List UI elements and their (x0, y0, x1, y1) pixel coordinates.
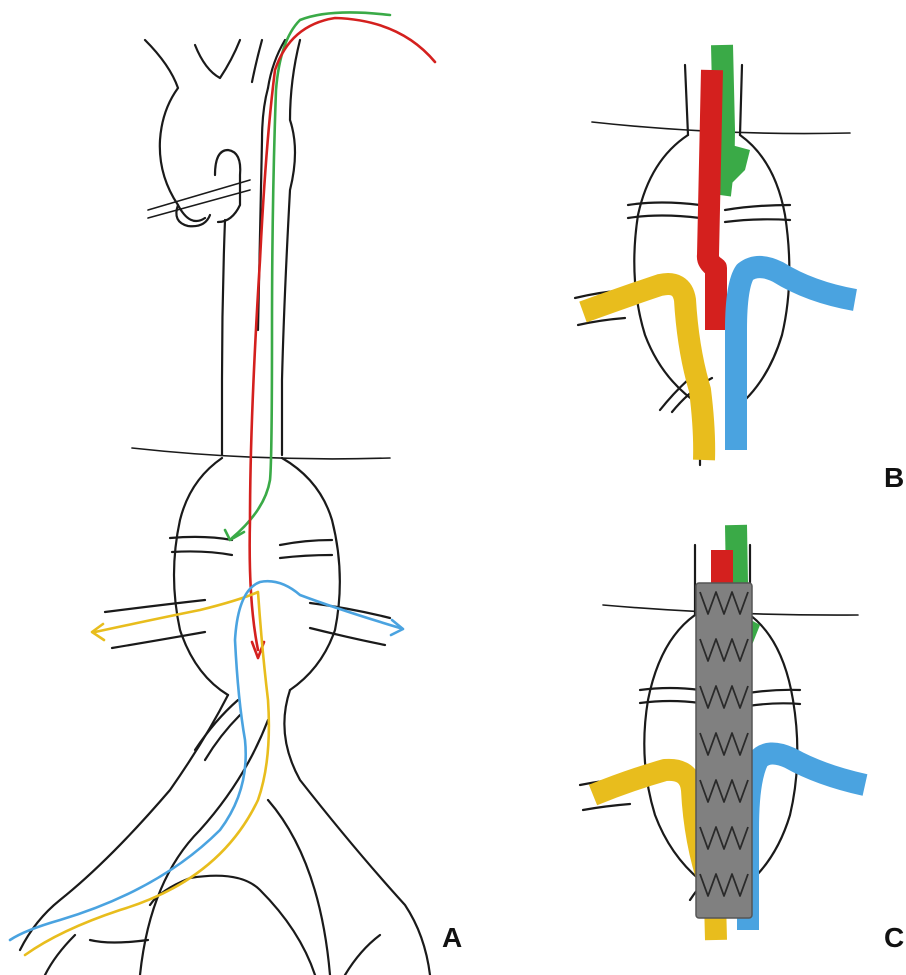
c-renal-left-2 (583, 804, 630, 810)
visceral-branch-right-2 (280, 555, 332, 558)
b-visceral-right-1 (725, 205, 790, 210)
pelvic-branch-left (90, 940, 148, 943)
arch-branch-mid-left (195, 40, 240, 78)
c-visceral-left-1 (640, 688, 700, 690)
b-visceral-right-2 (725, 219, 790, 222)
panel-label-a: A (442, 922, 462, 954)
panel-label-c: C (884, 922, 904, 954)
c-visceral-left-2 (640, 701, 700, 703)
visceral-branch-left-1 (170, 537, 232, 540)
pelvic-loop-left (150, 876, 315, 975)
panel-b-diagram (575, 45, 855, 465)
c-stent-graft-body (696, 583, 752, 918)
iliac-left-inner (140, 720, 268, 975)
iliac-right-inner (268, 800, 330, 975)
panel-label-b: B (884, 462, 904, 494)
b-red-graft (708, 70, 716, 330)
hypogastric-left-2 (205, 715, 240, 760)
arch-branch-mid-right (252, 40, 262, 82)
iliac-left-outer (20, 695, 228, 950)
arch-branch-left (145, 40, 205, 221)
aneurysm-sac-left (174, 458, 228, 695)
iliac-right-outer (284, 690, 430, 975)
c-blue-graft (748, 753, 865, 930)
visceral-branch-right-1 (280, 540, 332, 545)
renal-right-lower (310, 628, 385, 645)
yellow-wire (25, 592, 269, 955)
b-aorta-right-wall (740, 65, 742, 135)
b-aorta-left-wall (685, 65, 688, 135)
panel-c-diagram (580, 525, 865, 940)
b-blue-graft (736, 267, 855, 450)
aneurysm-sac-right (282, 458, 340, 690)
b-visceral-left-2 (628, 216, 700, 219)
panel-a-aorta-diagram (10, 12, 435, 975)
red-wire (250, 18, 435, 650)
diaphragm-line (132, 448, 390, 459)
visceral-branch-left-2 (172, 551, 232, 555)
b-renal-left-2 (578, 318, 625, 325)
aorta-left-wall (222, 220, 225, 455)
b-yellow-graft (583, 284, 704, 460)
renal-left-upper (105, 600, 205, 612)
aorta-right-wall (282, 40, 300, 455)
renal-right-upper (310, 603, 390, 618)
renal-left-lower (112, 632, 205, 648)
c-visceral-right-2 (748, 703, 800, 706)
pelvic-branch-right (345, 935, 380, 975)
b-visceral-left-1 (628, 203, 700, 206)
